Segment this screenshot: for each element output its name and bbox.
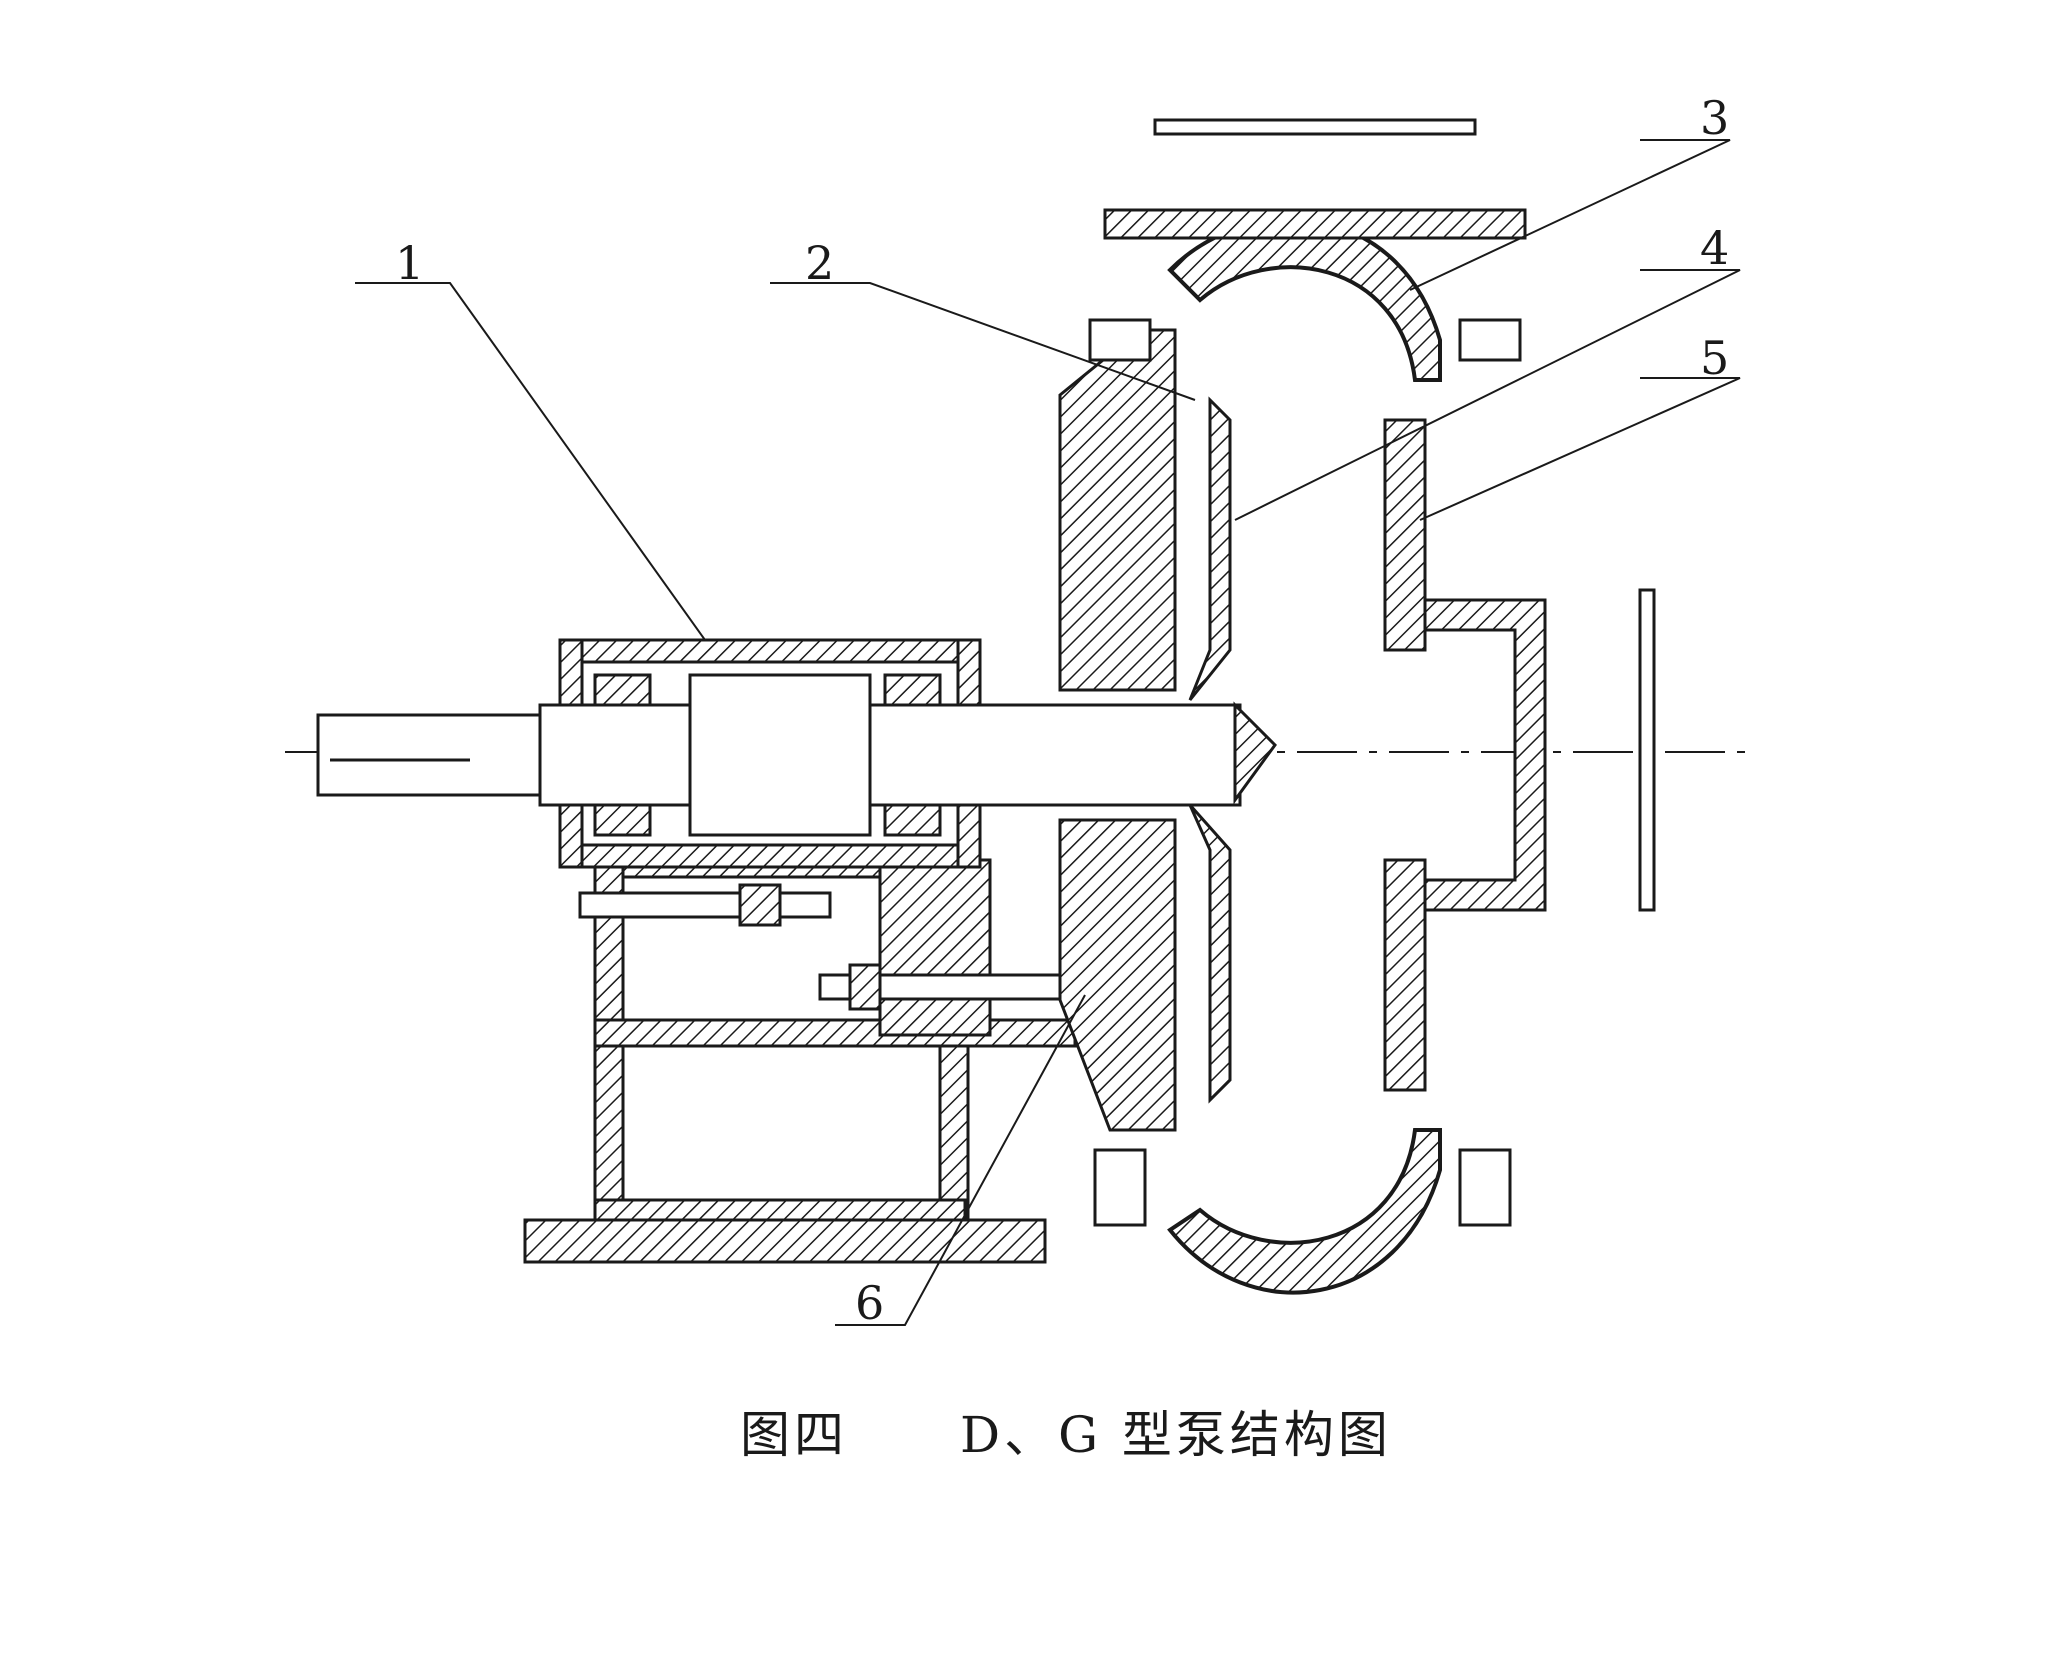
leader-3 (1409, 139, 1731, 291)
discharge-cover-plate (1153, 118, 1477, 136)
leader-1 (355, 282, 706, 641)
pump-shaft (316, 673, 1242, 837)
figure-number: 图四 (740, 1406, 848, 1464)
casing-lugs (1088, 318, 1522, 1227)
impeller-nose (1233, 701, 1277, 805)
suction-cover (1638, 588, 1656, 912)
figure-title: D、G 型泵结构图 (960, 1406, 1392, 1464)
callout-3: 3 (1700, 91, 1730, 145)
callout-2: 2 (805, 236, 835, 290)
leader-5 (1419, 377, 1741, 521)
front-liner (1383, 418, 1547, 1092)
rear-casing (1058, 328, 1177, 1132)
impeller (1188, 396, 1232, 1104)
tie-bolts (578, 883, 1102, 1011)
leader-2 (770, 282, 1196, 401)
leader-4 (1234, 269, 1741, 521)
callout-1: 1 (395, 236, 425, 290)
discharge-flange (1103, 208, 1527, 240)
leader-6 (835, 994, 1086, 1326)
callout-6: 6 (855, 1276, 885, 1330)
leader-lines (355, 139, 1741, 1326)
callout-4: 4 (1700, 221, 1730, 275)
callout-5: 5 (1700, 331, 1730, 385)
